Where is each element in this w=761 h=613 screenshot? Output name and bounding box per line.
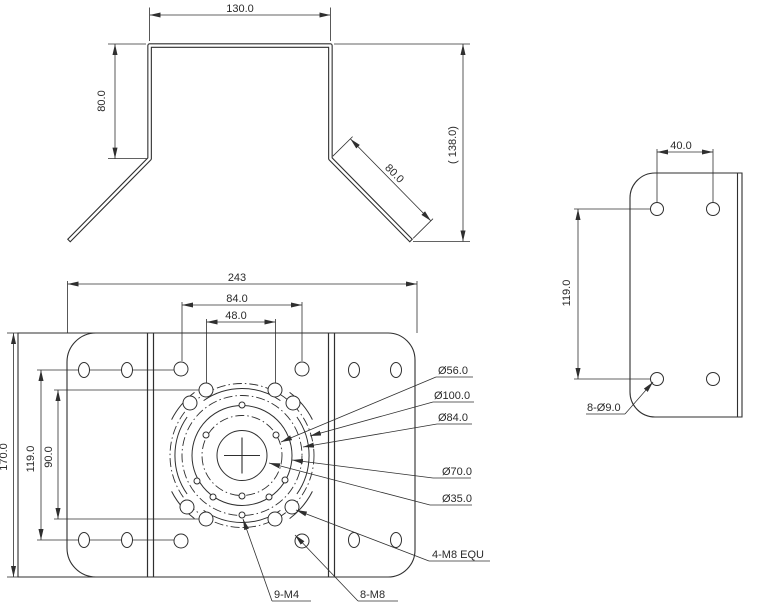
- dim-hole-span-84: 84.0: [226, 293, 247, 305]
- m8-equ-holes: [180, 396, 300, 514]
- plate-outline: [18, 333, 415, 577]
- sheet-end-cap-right: [409, 239, 412, 242]
- m4-holes: [194, 402, 288, 518]
- callout-4m8-equ: 4-M8 EQU: [432, 549, 484, 561]
- callout-d56: Ø56.0: [438, 365, 468, 377]
- callout-d35: Ø35.0: [442, 493, 472, 505]
- diameter-callouts: Ø56.0 Ø100.0 Ø84.0 Ø70.0 Ø35.0 4-M8 EQU …: [243, 365, 490, 601]
- dim-leg-length: 80.0: [382, 162, 406, 186]
- m8-holes: [174, 362, 309, 548]
- plate-inner-left-edge: [67, 333, 96, 577]
- callout-d84: Ø84.0: [438, 412, 468, 424]
- dim-top-width: 130.0: [226, 3, 254, 15]
- top-view: 130.0 80.0 ( 138.0) 80.0: [67, 3, 470, 242]
- front-view: 243 84.0 48.0 170.0 119.0 90.0 Ø56.0 Ø10…: [0, 272, 490, 601]
- fold-lines: [148, 333, 335, 577]
- dim-overall-height: ( 138.0): [447, 126, 459, 164]
- side-holes: [651, 203, 720, 386]
- bolt-circle-d84: [182, 396, 302, 516]
- dim-plate-width: 243: [228, 272, 246, 284]
- side-outline: [630, 173, 742, 417]
- wing-slot-holes: [79, 363, 402, 548]
- dim-hole-span-90: 90.0: [43, 446, 55, 467]
- sheet-end-cap-left: [67, 239, 70, 242]
- callout-d70: Ø70.0: [442, 466, 472, 478]
- dim-hole-span-48: 48.0: [225, 310, 246, 322]
- callout-9m4: 9-M4: [274, 589, 299, 601]
- side-view: 40.0 119.0 8-Ø9.0: [561, 140, 742, 417]
- dim-side-hole-span-v: 119.0: [561, 280, 573, 307]
- dim-hole-span-119: 119.0: [25, 446, 37, 473]
- profile-outline: [69, 46, 411, 241]
- callout-8d9: 8-Ø9.0: [587, 402, 621, 414]
- dim-side-hole-span: 40.0: [670, 140, 691, 152]
- circle-d35: [217, 431, 267, 481]
- dim-side-height: 80.0: [96, 90, 108, 111]
- callout-8m8: 8-M8: [360, 589, 385, 601]
- callout-d100: Ø100.0: [434, 390, 470, 402]
- dim-plate-height: 170.0: [0, 443, 10, 471]
- bolt-circle-d100: [170, 384, 314, 528]
